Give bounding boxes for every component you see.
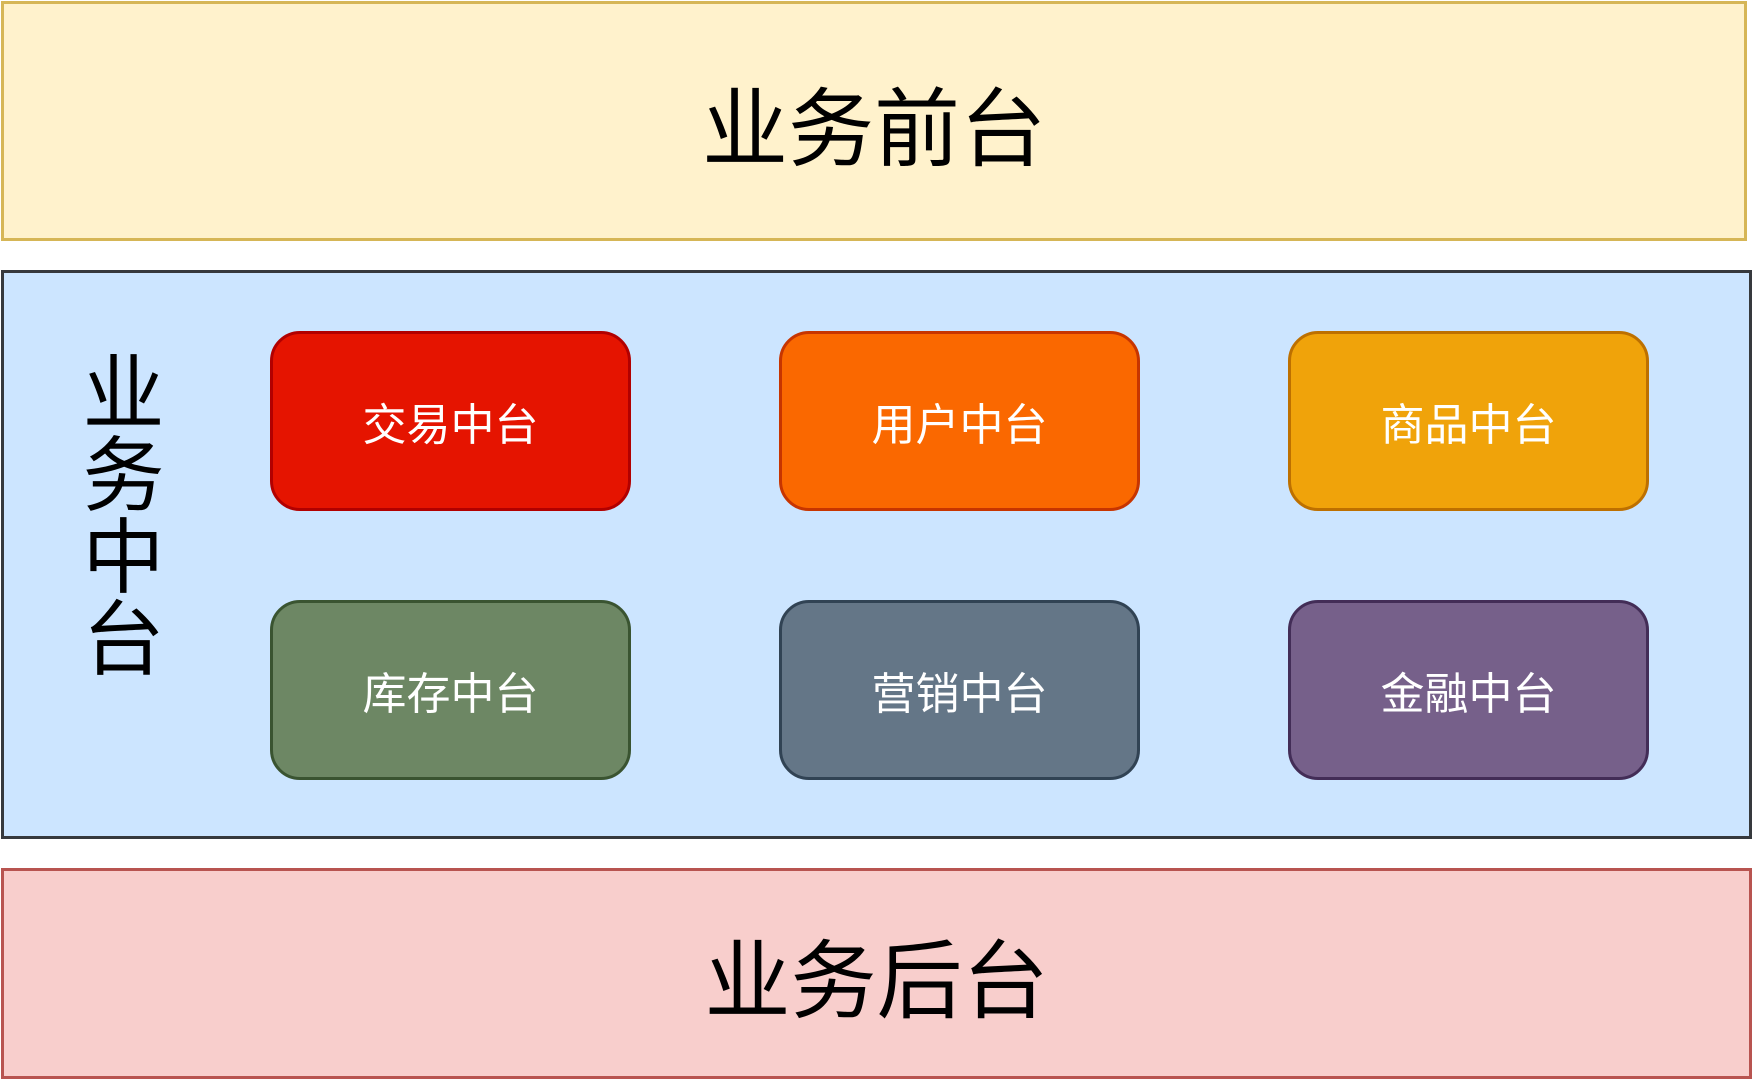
module-label: 营销中台 (871, 669, 1048, 720)
module-marketing: 营销中台 (779, 600, 1140, 780)
module-user: 用户中台 (779, 331, 1140, 511)
module-inventory: 库存中台 (270, 600, 631, 780)
business-front-layer: 业务前台 (1, 1, 1747, 241)
middle-layer-label: 业务中台 (68, 350, 163, 678)
module-label: 金融中台 (1380, 669, 1557, 720)
module-finance: 金融中台 (1288, 600, 1649, 780)
back-layer-label: 业务后台 (704, 932, 1049, 1032)
module-label: 商品中台 (1380, 400, 1557, 451)
module-label: 库存中台 (362, 669, 539, 720)
front-layer-label: 业务前台 (702, 79, 1046, 180)
module-trade: 交易中台 (270, 331, 631, 511)
module-label: 交易中台 (362, 400, 539, 451)
module-product: 商品中台 (1288, 331, 1649, 511)
module-label: 用户中台 (871, 400, 1048, 451)
business-back-layer: 业务后台 (1, 868, 1752, 1079)
